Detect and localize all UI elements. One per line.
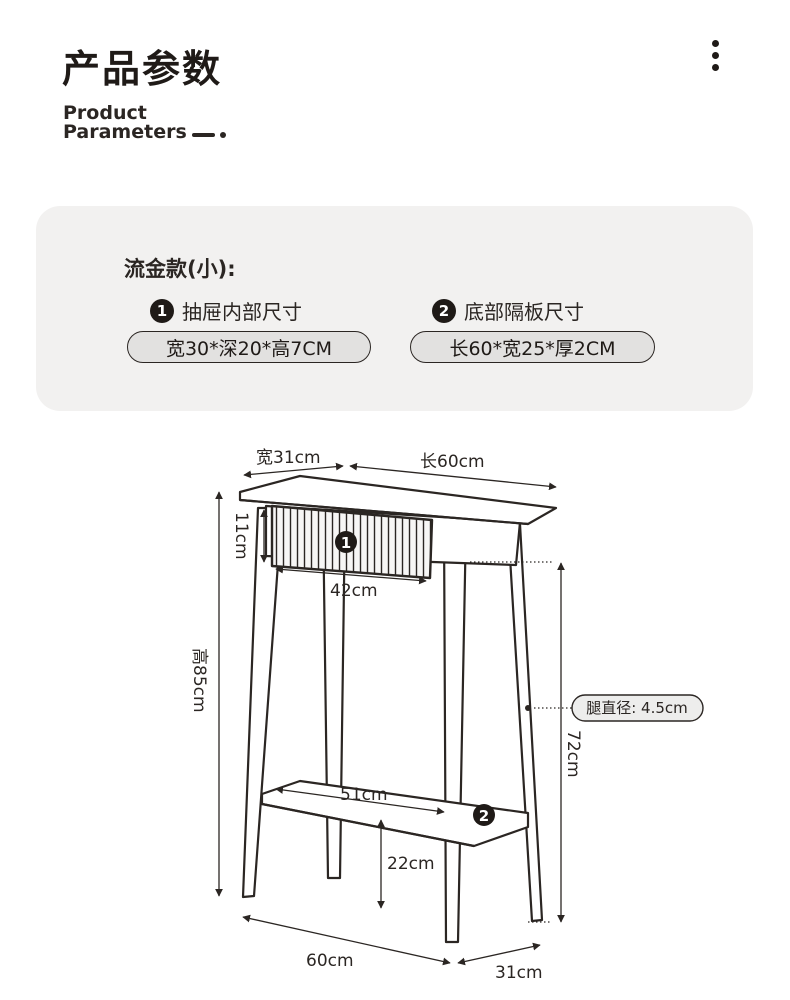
- top-width-label: 宽31cm: [256, 448, 321, 468]
- spec2-title: 底部隔板尺寸: [464, 300, 584, 324]
- title-dash-decoration: [192, 133, 215, 137]
- base-width-label: 31cm: [495, 963, 543, 983]
- spec1-value-pill: 宽30*深20*高7CM: [127, 331, 371, 363]
- spec2-value-pill: 长60*宽25*厚2CM: [410, 331, 655, 363]
- drawer-height-label: 11cm: [231, 512, 251, 560]
- spec1-number-badge: 1: [150, 298, 174, 323]
- shelf-marker: [473, 804, 495, 826]
- leg-diameter-badge: [571, 694, 704, 722]
- more-vertical-icon[interactable]: [706, 40, 724, 76]
- shelf-marker-number: 2: [479, 807, 489, 825]
- table-top-front-edge: [239, 498, 529, 526]
- drawer-marker: [335, 531, 357, 553]
- table-top: [238, 474, 558, 526]
- base-length-label: 60cm: [306, 951, 354, 971]
- shelf-width-label: 51cm: [340, 785, 388, 805]
- page-title: 产品参数: [62, 47, 223, 91]
- variant-name: 流金款(小):: [124, 257, 236, 281]
- drawer-width-label: 42cm: [330, 581, 378, 601]
- shelf-height-label: 22cm: [387, 854, 435, 874]
- front-right-leg: [442, 520, 468, 944]
- rear-right-leg: [506, 522, 544, 923]
- top-length-label: 长60cm: [420, 452, 485, 472]
- leg-pointer-dot: [525, 705, 531, 711]
- dimension-lines: [215, 462, 572, 966]
- spec2-number-badge: 2: [432, 298, 456, 323]
- drawer-marker-number: 1: [341, 534, 351, 552]
- title-dot-decoration: [220, 132, 226, 138]
- subtitle-line-1: Product: [63, 102, 147, 124]
- total-height-label: 高85cm: [189, 648, 209, 713]
- subtitle-line-2: Parameters: [63, 121, 187, 143]
- spec2-heading: 2 底部隔板尺寸: [432, 296, 584, 325]
- spec1-heading: 1 抽屉内部尺寸: [150, 296, 302, 325]
- leg-height-label: 72cm: [563, 730, 583, 778]
- page-subtitle: Product Parameters: [63, 104, 187, 142]
- spec1-title: 抽屉内部尺寸: [182, 300, 302, 324]
- leg-diameter-label: 腿直径: 4.5cm: [586, 699, 688, 717]
